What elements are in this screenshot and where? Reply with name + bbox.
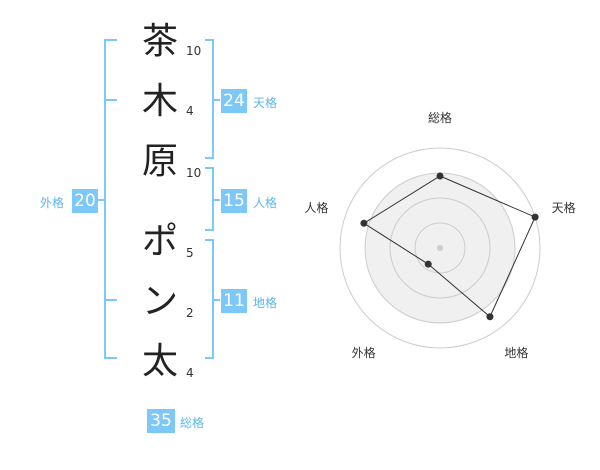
stroke-count-1: 10 <box>186 44 202 58</box>
gai-kaku-label: 外格 <box>40 196 65 210</box>
name-char-2: 木 <box>141 81 178 122</box>
stroke-count-6: 4 <box>186 366 194 380</box>
radar-axis-label-1: 総格 <box>428 110 452 125</box>
radar-center-dot <box>437 245 443 251</box>
sou-kaku-label: 総格 <box>180 416 205 430</box>
radar-ring-1 <box>414 222 466 274</box>
radar-point-5 <box>360 219 368 227</box>
stroke-count-5: 2 <box>186 306 194 320</box>
chi-kaku-value: 11 <box>221 289 247 313</box>
radar-axis-label-5: 人格 <box>304 200 328 215</box>
name-char-4: ポ <box>141 221 178 262</box>
ten-kaku-value: 24 <box>221 89 247 113</box>
name-char-6: 太 <box>141 341 178 382</box>
radar-axis-label-4: 外格 <box>352 345 376 360</box>
chi-kaku-label: 地格 <box>253 296 278 310</box>
radar-axis-label-3: 地格 <box>504 345 528 360</box>
ten-kaku-label: 天格 <box>253 96 278 110</box>
radar-polygon <box>362 175 536 318</box>
radar-point-1 <box>436 172 444 180</box>
name-char-1: 茶 <box>141 21 178 62</box>
jin-kaku-label: 人格 <box>253 196 278 210</box>
radar-axis-label-2: 天格 <box>552 200 576 215</box>
radar-point-2 <box>531 213 539 221</box>
name-char-3: 原 <box>141 141 178 182</box>
stroke-count-3: 10 <box>186 166 202 180</box>
radar-ring-2 <box>389 197 491 299</box>
jin-kaku-value: 15 <box>221 189 247 213</box>
stroke-count-4: 5 <box>186 246 194 260</box>
sou-kaku-value: 35 <box>147 409 175 433</box>
radar-point-4 <box>424 260 432 268</box>
stroke-count-2: 4 <box>186 104 194 118</box>
radar-point-3 <box>486 313 494 321</box>
name-char-5: ン <box>141 281 178 322</box>
gai-kaku-value: 20 <box>72 189 98 213</box>
